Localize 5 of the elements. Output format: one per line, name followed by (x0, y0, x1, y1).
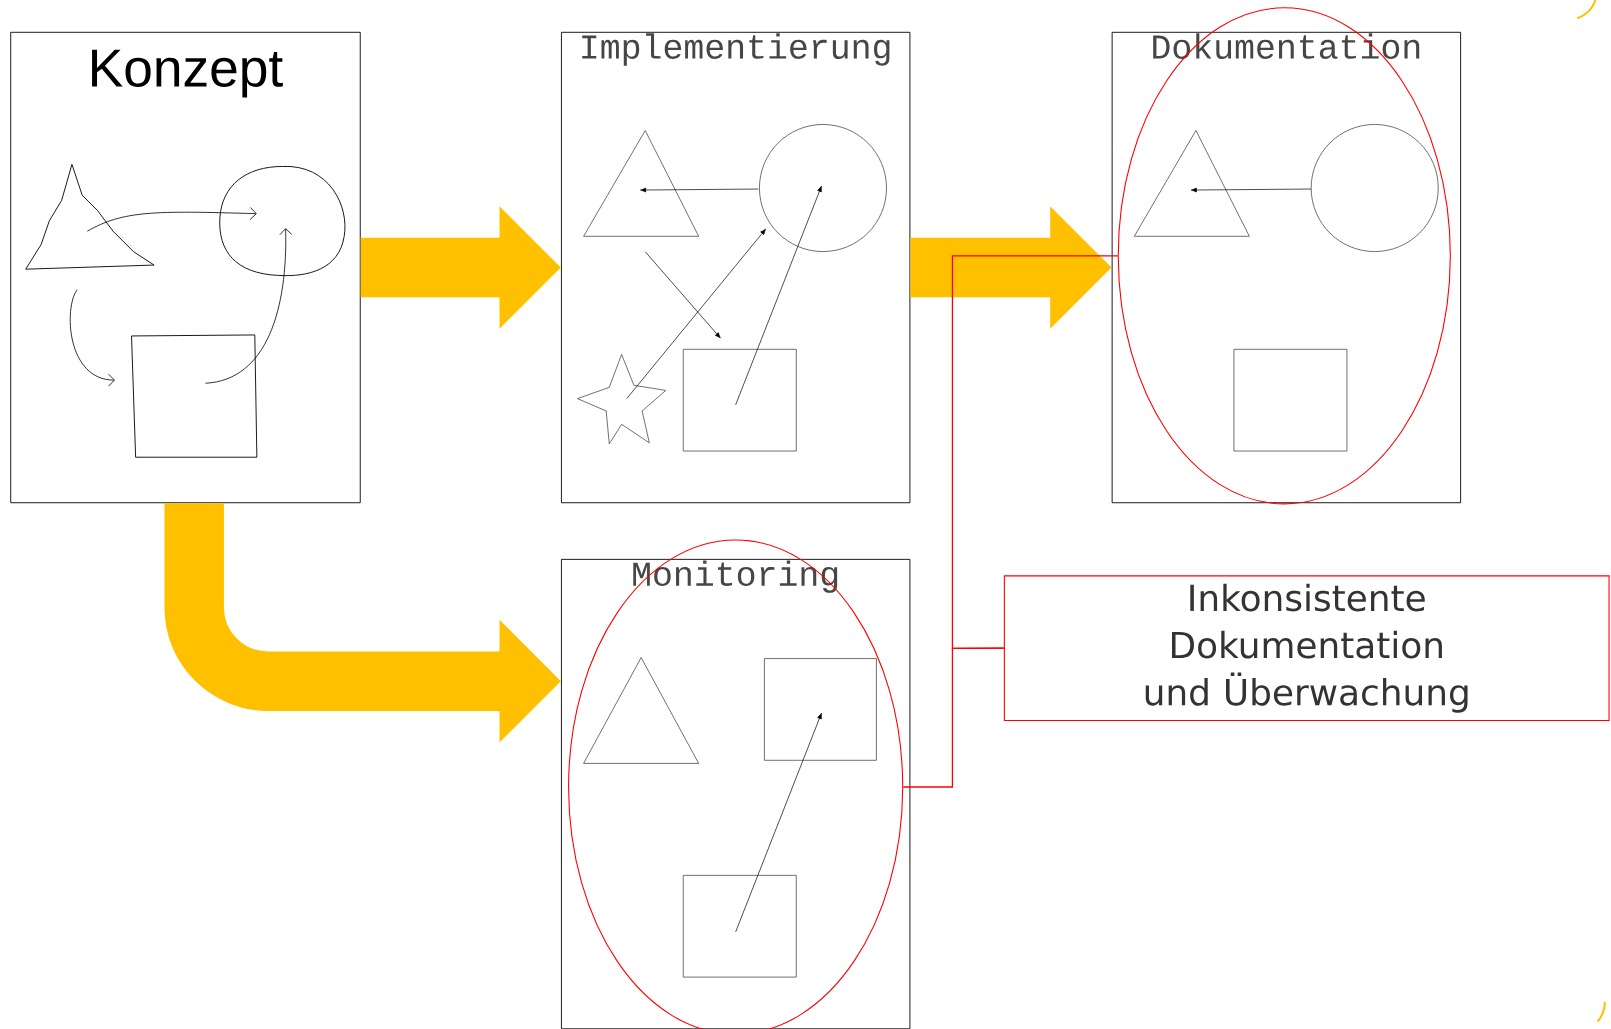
panel-box: Konzept (10, 31, 361, 503)
leader-line (902, 647, 1005, 788)
panel-box: Implementierung (560, 31, 911, 503)
leader-line (951, 254, 1119, 649)
callout-box: Inkonsistente Dokumentation und Überwachung (1003, 575, 1610, 721)
